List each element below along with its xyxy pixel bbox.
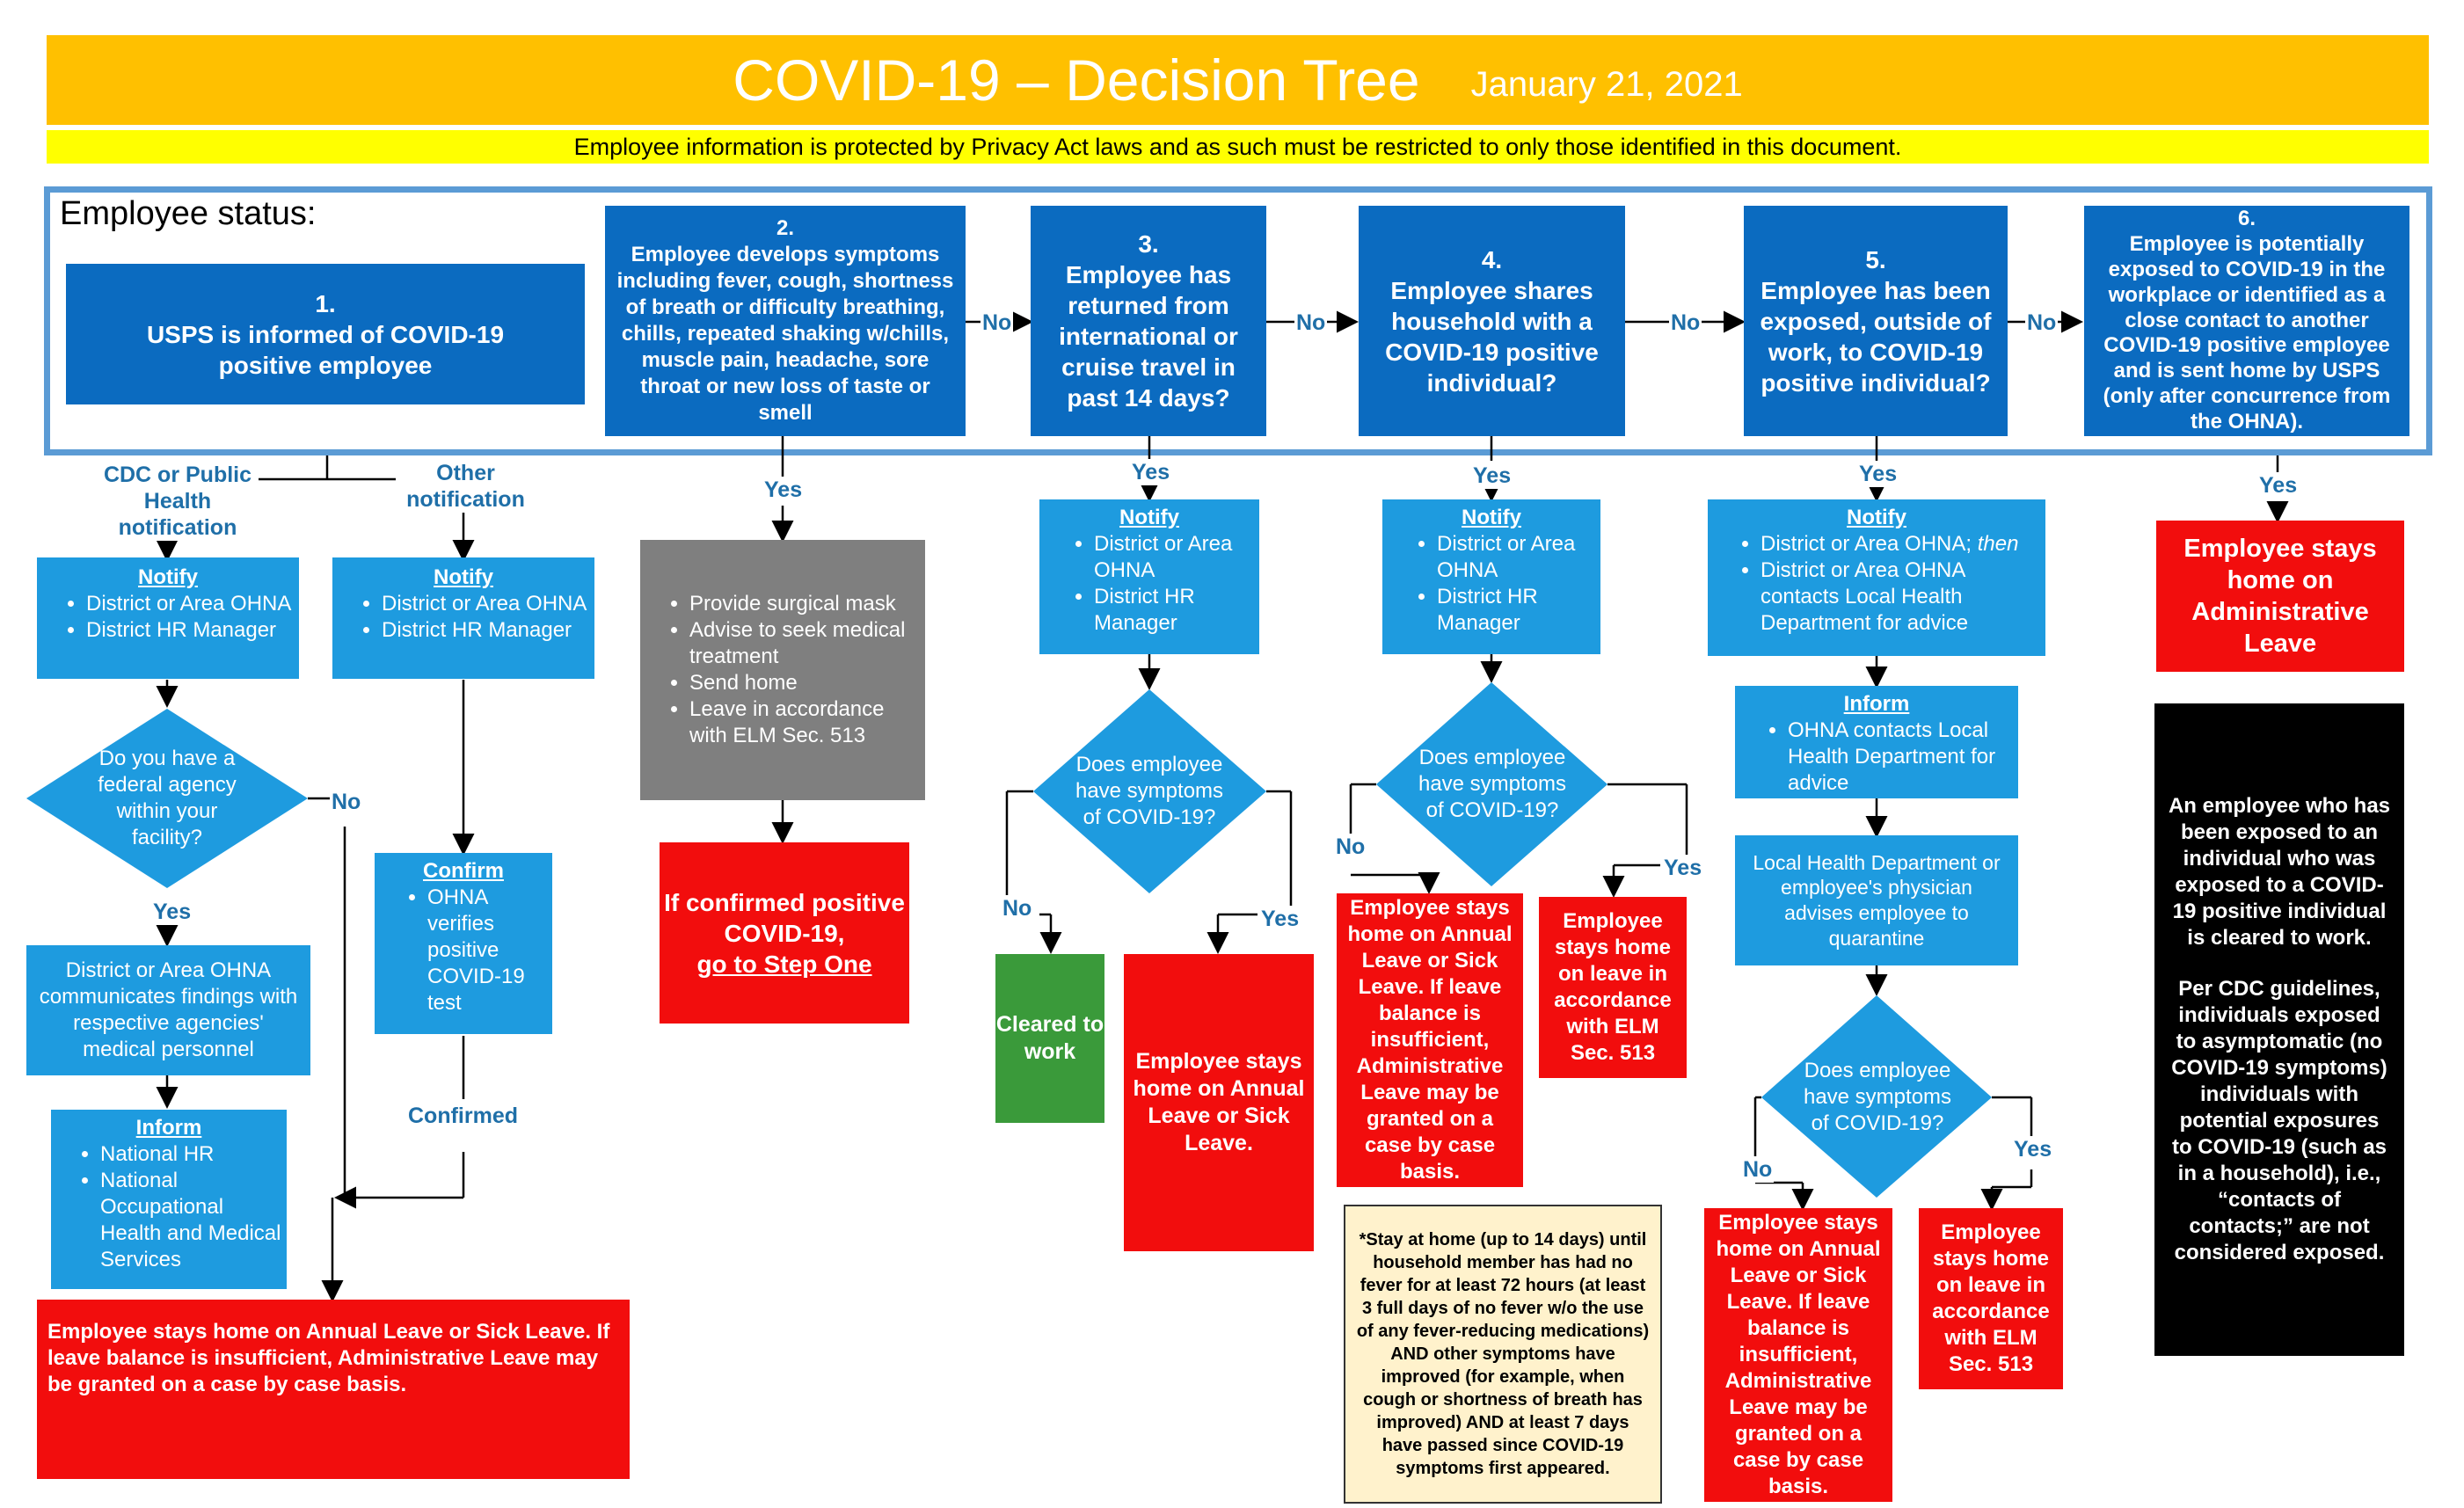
go-to-step-one-link[interactable]: go to Step One: [696, 950, 872, 978]
col4-symptoms-diamond: [1376, 682, 1607, 886]
col6-admin-leave-box: Employee stays home on Administrative Le…: [2156, 521, 2404, 672]
col4-no-label: No: [1334, 834, 1367, 860]
col5-symptoms-diamond: [1761, 995, 1992, 1198]
employee-status-label: Employee status:: [60, 195, 317, 232]
col3-notify-box: Notify District or Area OHNA District HR…: [1039, 499, 1259, 654]
step-3-box: 3. Employee has returned from internatio…: [1031, 206, 1266, 436]
col5-quarantine-box: Local Health Department or employee's ph…: [1735, 835, 2018, 965]
employee-status-frame: [44, 186, 2432, 455]
col5-no-result-box: Employee stays home on Annual Leave or S…: [1704, 1208, 1892, 1502]
col3-yes-label: Yes: [1130, 459, 1172, 485]
col4-yes-result-label: Yes: [1662, 855, 1704, 881]
col5-yes-result-label: Yes: [2012, 1136, 2054, 1162]
col4-symptoms-question: Does employee have symptoms of COVID-19?: [1418, 746, 1567, 822]
col4-yes-result-box: Employee stays home on leave in accordan…: [1539, 897, 1687, 1078]
col5-yes-label: Yes: [1857, 461, 1899, 487]
col4-stay-home-note: *Stay at home (up to 14 days) until hous…: [1344, 1205, 1662, 1504]
federal-agency-question: Do you have a federal agency within your…: [98, 747, 237, 849]
col3-cleared-box: Cleared to work: [995, 954, 1104, 1123]
privacy-notice: Employee information is protected by Pri…: [47, 130, 2429, 164]
col6-contacts-note: An employee who has been exposed to an i…: [2154, 703, 2404, 1356]
col1-confirm-box: Confirm OHNA verifies positive COVID-19 …: [375, 853, 552, 1034]
col5-yes-result-box: Employee stays home on leave in accordan…: [1919, 1208, 2063, 1389]
col3-no-label: No: [1001, 895, 1034, 922]
col3-yes-result-label: Yes: [1259, 906, 1301, 932]
col4-notify-box: Notify District or Area OHNA District HR…: [1382, 499, 1600, 654]
col4-no-result-box: Employee stays home on Annual Leave or S…: [1337, 893, 1523, 1187]
col2-actions-box: Provide surgical mask Advise to seek med…: [640, 540, 925, 800]
col1-inform-box: Inform National HR National Occupational…: [51, 1110, 287, 1289]
federal-agency-diamond: [26, 709, 308, 888]
step-1-box: 1. USPS is informed of COVID-19 positive…: [66, 264, 585, 404]
cdc-notification-label: CDC or Public Health notification: [97, 462, 259, 541]
col5-no-label: No: [1741, 1156, 1775, 1183]
col5-symptoms-question: Does employee have symptoms of COVID-19?: [1803, 1059, 1952, 1135]
col3-symptoms-question: Does employee have symptoms of COVID-19?: [1075, 753, 1224, 829]
confirmed-label: Confirmed: [406, 1103, 520, 1129]
other-notification-label: Other notification: [396, 460, 536, 513]
col1-notify-cdc-box: Notify District or Area OHNA District HR…: [37, 557, 299, 679]
no-label-5-6: No: [2025, 310, 2059, 336]
step-6-box: 6. Employee is potentially exposed to CO…: [2084, 206, 2409, 436]
no-label-4-5: No: [1669, 310, 1702, 336]
page-title: COVID-19 – Decision Tree: [733, 47, 1420, 113]
title-banner: COVID-19 – Decision Tree January 21, 202…: [47, 35, 2429, 125]
col4-yes-label: Yes: [1471, 463, 1513, 489]
col1-leave-result-box: Employee stays home on Annual Leave or S…: [37, 1300, 630, 1479]
col5-notify-box: Notify District or Area OHNA; then Distr…: [1708, 499, 2045, 656]
no-label-2-3: No: [980, 310, 1014, 336]
col2-yes-label: Yes: [762, 477, 805, 503]
federal-agency-yes-label: Yes: [151, 899, 193, 925]
col5-inform-box: Inform OHNA contacts Local Health Depart…: [1735, 686, 2018, 798]
federal-agency-no-label: No: [330, 789, 363, 815]
step-2-box: 2. Employee develops symptoms including …: [605, 206, 966, 436]
col2-confirmed-result-box: If confirmed positive COVID-19, go to St…: [660, 842, 909, 1024]
col1-communicate-box: District or Area OHNA communicates findi…: [26, 945, 310, 1075]
page-date: January 21, 2021: [1470, 64, 1743, 104]
col3-symptoms-diamond: [1033, 689, 1266, 893]
col6-yes-label: Yes: [2257, 472, 2300, 499]
no-label-3-4: No: [1294, 310, 1328, 336]
col1-notify-other-box: Notify District or Area OHNA District HR…: [332, 557, 594, 679]
col3-leave-box: Employee stays home on Annual Leave or S…: [1124, 954, 1314, 1251]
step-4-box: 4. Employee shares household with a COVI…: [1359, 206, 1625, 436]
step-5-box: 5. Employee has been exposed, outside of…: [1744, 206, 2008, 436]
